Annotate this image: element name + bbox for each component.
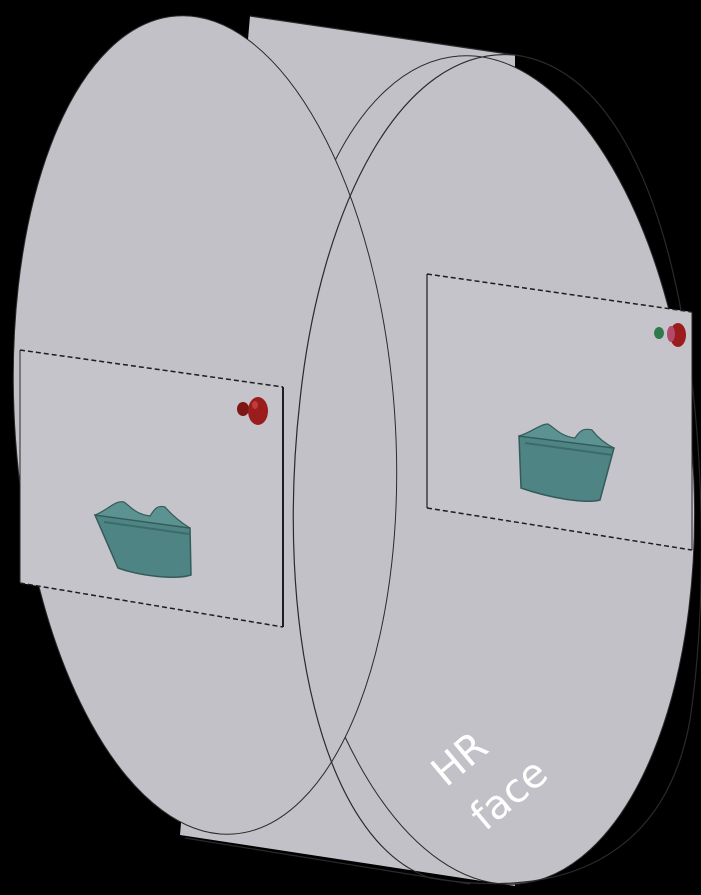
- right-ear-top: [518, 423, 615, 449]
- left-flat-bottom-dash: [19, 582, 284, 628]
- left-flat-panel: [20, 350, 283, 627]
- left-flat-top-dash: [19, 349, 284, 388]
- right-flat-bottom-dash: [426, 507, 693, 551]
- right-prism-green: [654, 327, 664, 339]
- left-flat: [19, 349, 284, 628]
- left-prism: [237, 397, 268, 425]
- right-ear-ridge: [524, 442, 613, 456]
- left-ear-top: [94, 501, 191, 529]
- left-prism-highlight: [252, 401, 258, 409]
- right-flat-top-dash: [426, 273, 693, 313]
- right-flat: [426, 273, 693, 551]
- left-ear: [93, 501, 192, 578]
- top-edge: [249, 15, 516, 56]
- right-prism-red-inner: [667, 326, 675, 342]
- cylinder-body: [12, 15, 701, 886]
- left-prism-stem: [237, 402, 249, 416]
- right-flat-panel: [427, 274, 692, 550]
- bottom-edge: [184, 837, 471, 885]
- left-prism-head: [248, 397, 268, 425]
- right-ear: [518, 423, 615, 502]
- left-ear-ridge: [103, 521, 190, 535]
- right-prism: [654, 323, 686, 347]
